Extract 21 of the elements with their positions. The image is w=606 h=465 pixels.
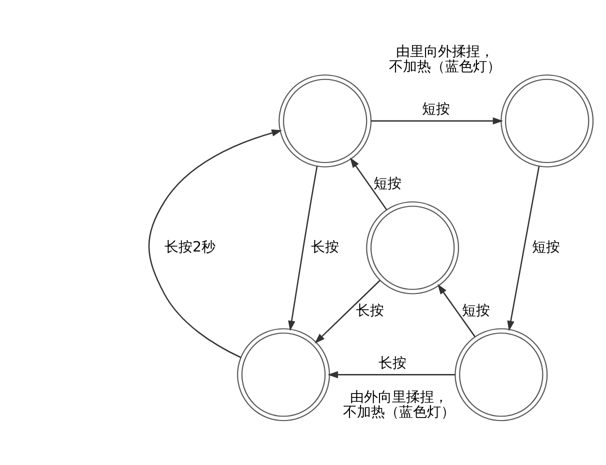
arrow xyxy=(438,284,476,338)
edge-label: 短按 xyxy=(462,302,490,319)
edge-label: 长按2秒 xyxy=(164,240,216,256)
edge-label: 长按 xyxy=(311,240,340,256)
arrow xyxy=(507,166,540,332)
node-circle xyxy=(454,328,548,422)
arrow xyxy=(314,280,380,344)
node-circle xyxy=(237,328,330,422)
edge-label: 短按 xyxy=(532,240,560,256)
edge-label: 短按 xyxy=(373,176,402,192)
node-circle xyxy=(500,74,594,168)
arrow xyxy=(328,371,456,378)
node-label: 由外向里揉捏，不加热（蓝色灯） xyxy=(342,389,455,421)
arrow xyxy=(371,117,504,125)
edge-label: 短按 xyxy=(422,102,450,118)
node-label: 由里向外揉捏，不加热（蓝色灯） xyxy=(388,44,501,76)
edge-label: 长按 xyxy=(378,355,406,372)
arrow xyxy=(350,157,388,210)
arrow xyxy=(148,129,282,358)
edge-label: 长按 xyxy=(356,302,384,319)
arrow xyxy=(288,166,318,332)
